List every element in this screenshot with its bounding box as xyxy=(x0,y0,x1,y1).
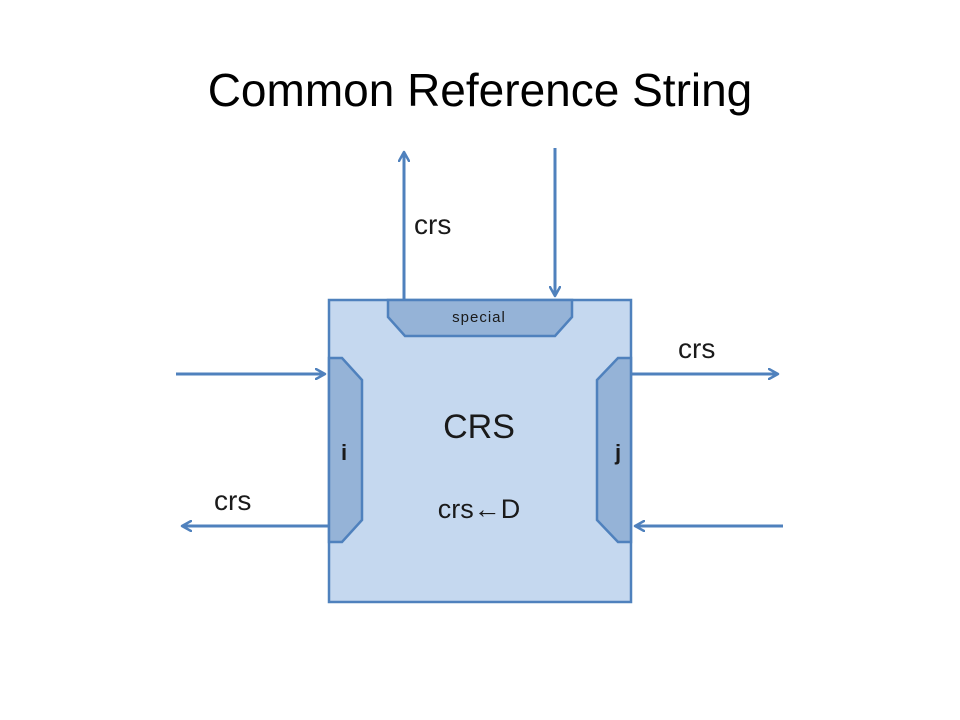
top-out-label: crs xyxy=(414,209,451,240)
slide-title: Common Reference String xyxy=(207,64,753,116)
special-port xyxy=(386,298,574,338)
left-out-label: crs xyxy=(214,485,251,516)
functionality-operation: crs←D xyxy=(438,494,521,524)
port-i-label: i xyxy=(341,440,347,465)
special-port-label: special xyxy=(452,309,506,326)
right-out-label: crs xyxy=(678,333,715,364)
port-j-label: j xyxy=(614,440,621,465)
crs-functionality-box xyxy=(327,298,633,604)
port-i xyxy=(327,356,364,544)
functionality-name: CRS xyxy=(443,408,515,446)
port-j xyxy=(595,356,633,544)
